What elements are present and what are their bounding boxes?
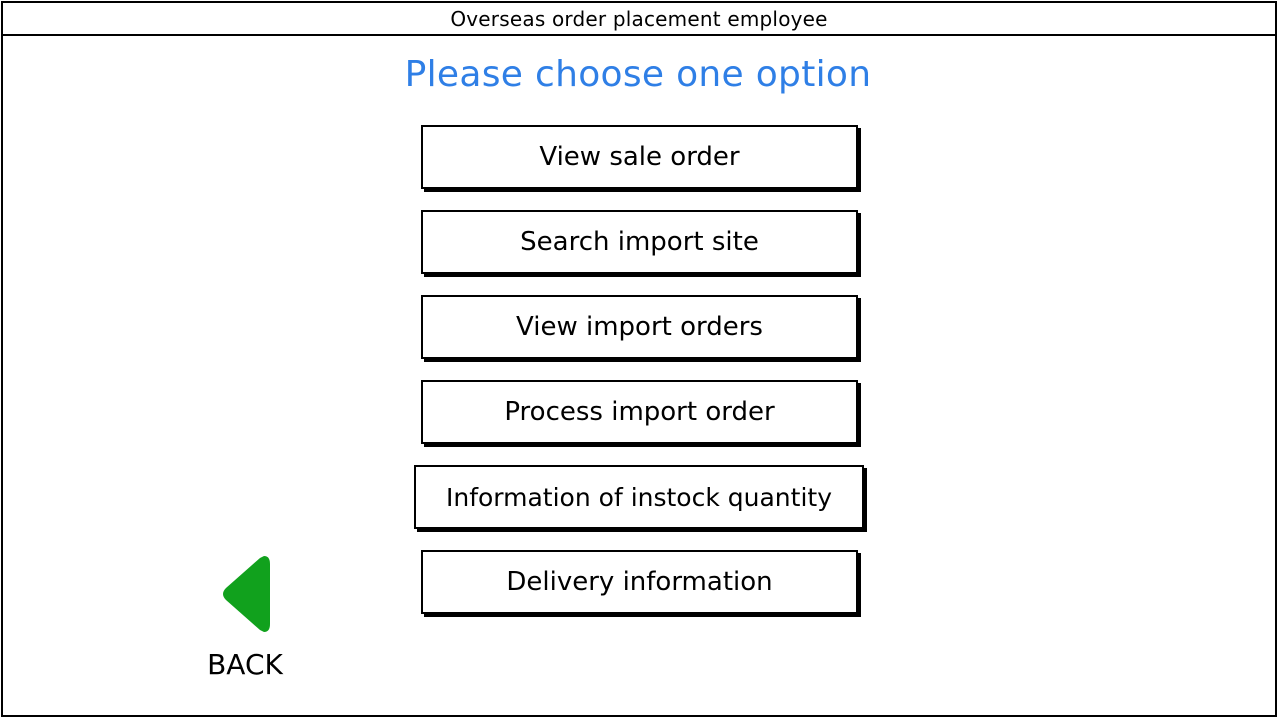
search-import-site-button[interactable]: Search import site (421, 210, 858, 274)
back-label: BACK (207, 648, 283, 681)
window-title: Overseas order placement employee (1, 1, 1277, 36)
process-import-order-button[interactable]: Process import order (421, 380, 858, 444)
view-sale-order-button[interactable]: View sale order (421, 125, 858, 189)
delivery-information-button[interactable]: Delivery information (421, 550, 858, 614)
instock-quantity-info-button[interactable]: Information of instock quantity (414, 465, 864, 529)
view-import-orders-button[interactable]: View import orders (421, 295, 858, 359)
back-button[interactable]: BACK (190, 550, 300, 690)
page-heading: Please choose one option (404, 54, 872, 95)
back-arrow-icon[interactable] (220, 554, 270, 634)
